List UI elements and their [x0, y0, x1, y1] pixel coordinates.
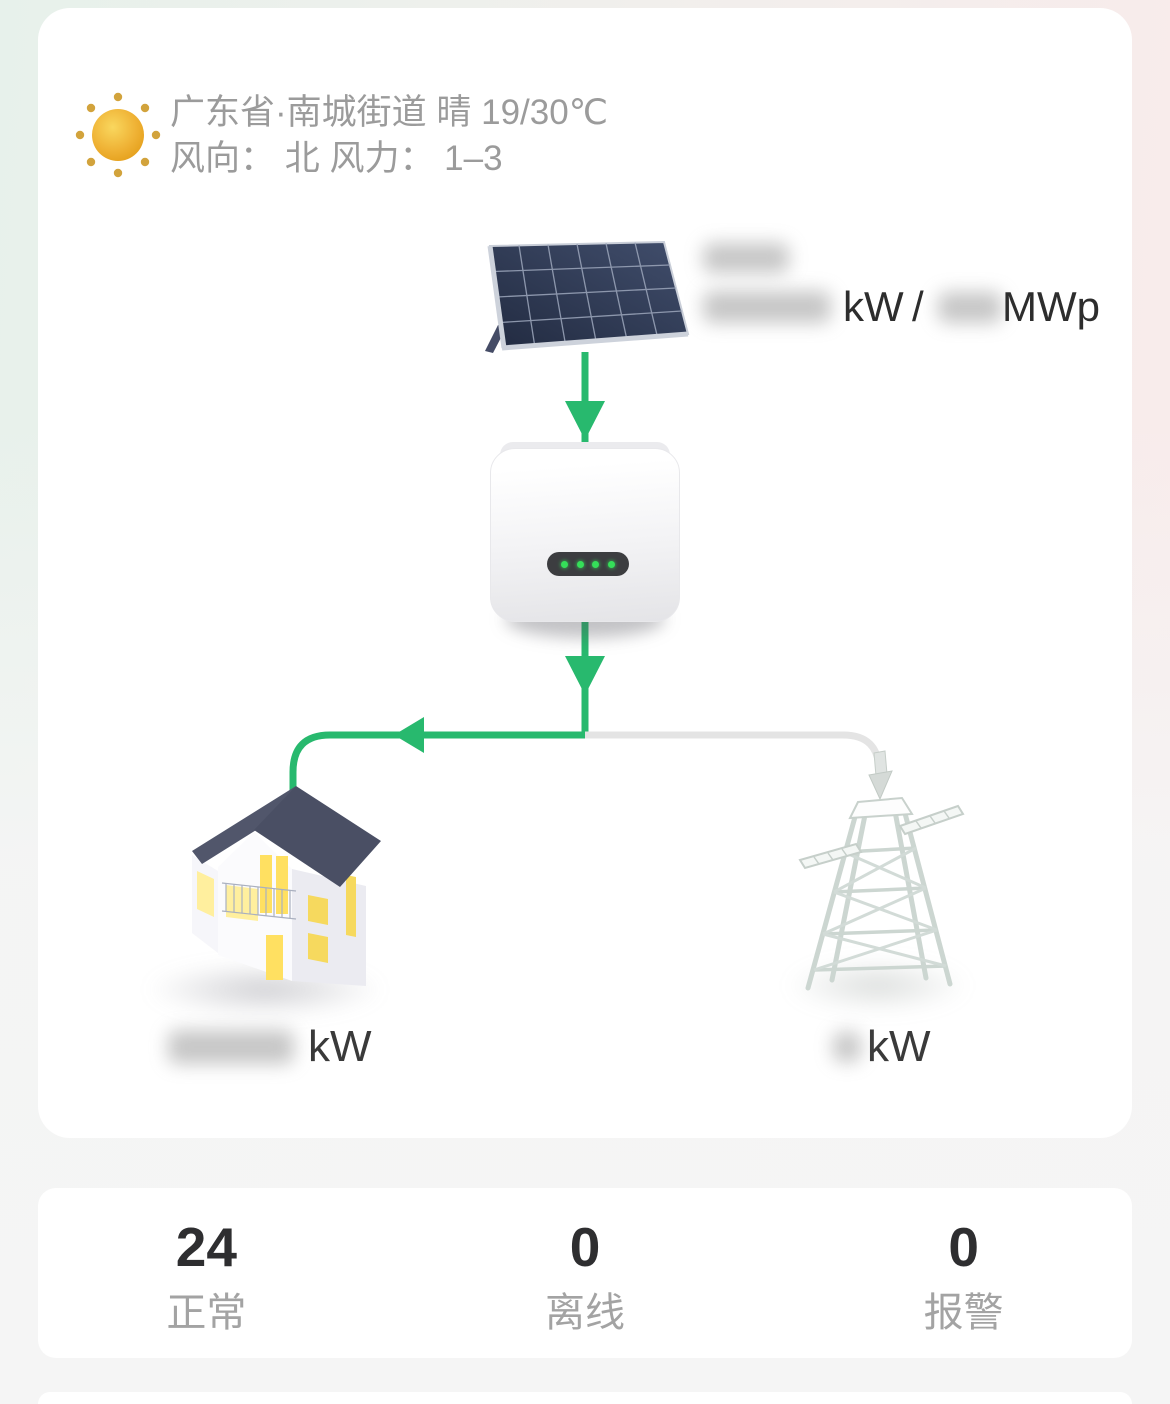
led-dot [576, 560, 584, 568]
next-card-top [38, 1392, 1132, 1404]
house-power-unit: kW [308, 1022, 372, 1071]
grid-power-unit: kW [867, 1022, 931, 1071]
pv-capacity-unit: MWp [1002, 283, 1100, 330]
house-icon [192, 786, 381, 986]
solar-panel-icon [485, 240, 690, 353]
weather-info: 广东省·南城街道 晴 19/30℃ 风向： 北 风力： 1–3 [170, 90, 608, 182]
stat-normal-count: 24 [175, 1215, 237, 1278]
led-dot [607, 560, 615, 568]
transmission-tower-icon [798, 796, 965, 991]
sun-icon [75, 92, 161, 178]
stat-alarm[interactable]: 0 报警 [781, 1188, 1146, 1358]
pv-percent-redacted [703, 243, 789, 273]
stat-alarm-label: 报警 [923, 1290, 1004, 1335]
led-dot [592, 560, 600, 568]
tower-arms [798, 804, 965, 870]
weather-location-line: 广东省·南城街道 晴 19/30℃ [170, 93, 608, 132]
pv-separator: / [912, 283, 924, 330]
stat-normal-label: 正常 [166, 1290, 247, 1335]
pv-power-unit: kW [843, 283, 904, 330]
pv-capacity-value-redacted [938, 292, 1002, 323]
inverter-led-panel [547, 552, 629, 576]
stat-alarm-count: 0 [948, 1215, 979, 1278]
led-dot [561, 560, 569, 568]
pv-power-value-redacted [703, 291, 831, 323]
house-power-label: kW [168, 1022, 372, 1072]
stat-normal[interactable]: 24 正常 [24, 1188, 389, 1358]
stat-offline[interactable]: 0 离线 [403, 1188, 768, 1358]
weather-wind-line: 风向： 北 风力： 1–3 [170, 139, 503, 178]
inverter-icon [490, 448, 680, 622]
stat-offline-count: 0 [569, 1215, 601, 1278]
stat-offline-label: 离线 [545, 1290, 625, 1335]
device-status-card: 24 正常 0 离线 0 报警 [38, 1188, 1132, 1358]
grid-power-label: kW [833, 1022, 931, 1072]
house-power-value-redacted [168, 1030, 294, 1064]
grid-power-value-redacted [833, 1032, 861, 1062]
